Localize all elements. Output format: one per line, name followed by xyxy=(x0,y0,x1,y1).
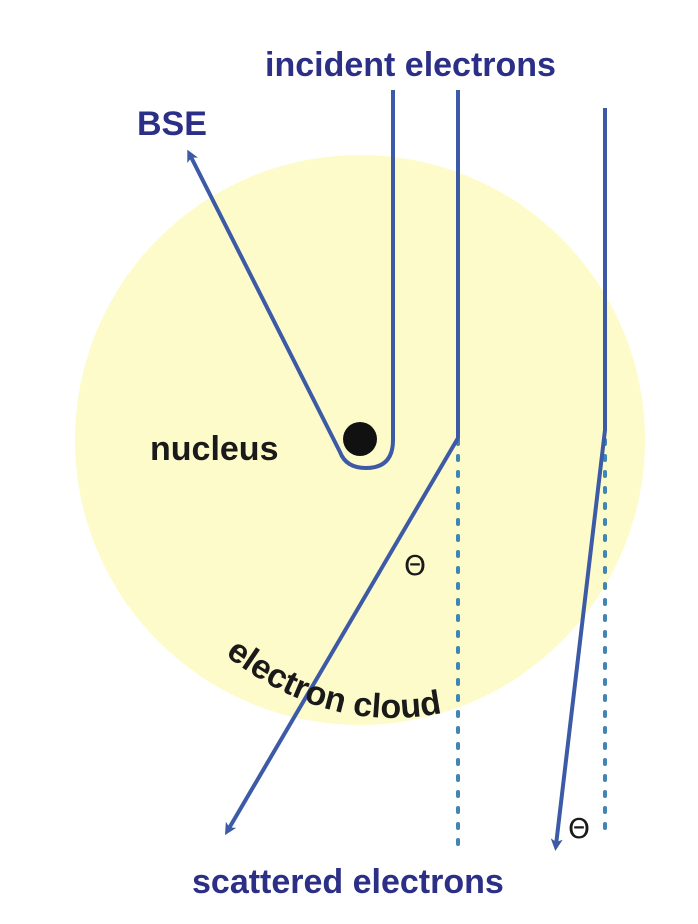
scattered-trajectory-right-arrow xyxy=(550,108,607,851)
incident-electrons-label: incident electrons xyxy=(265,46,556,84)
nucleus-dot xyxy=(343,422,377,456)
theta-angle-left: Θ xyxy=(404,549,426,582)
scattered-trajectory-left-arrow xyxy=(224,90,460,836)
scattered-electrons-label: scattered electrons xyxy=(192,863,504,901)
bse-label: BSE xyxy=(137,105,207,143)
bse-trajectory-arrow xyxy=(187,90,395,470)
nucleus-label: nucleus xyxy=(150,430,278,468)
theta-angle-right: Θ xyxy=(568,812,590,845)
